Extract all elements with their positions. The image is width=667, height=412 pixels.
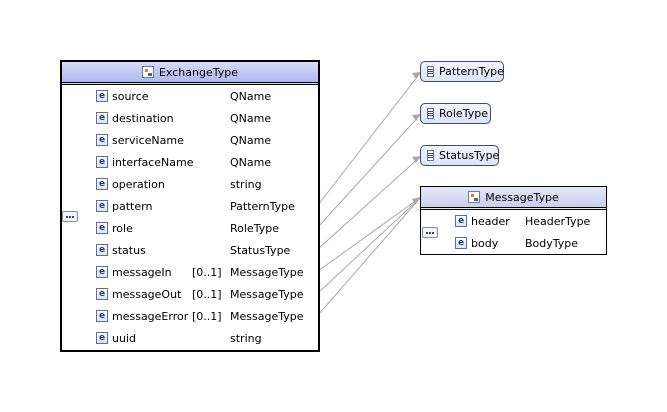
element-icon: e [96, 134, 108, 146]
element-name: messageError [112, 309, 189, 323]
element-type: MessageType [230, 265, 304, 279]
element-name: source [112, 89, 149, 103]
message-type-box[interactable]: MessageType [420, 186, 607, 255]
element-name: body [471, 236, 499, 250]
element-name: header [471, 214, 510, 228]
element-name: role [112, 221, 133, 235]
element-type: RoleType [230, 221, 279, 235]
exchange-type-title: ExchangeType [158, 65, 238, 79]
element-icon: e [455, 237, 467, 249]
element-icon: e [96, 156, 108, 168]
exchange-element-row[interactable]: e operation string [96, 173, 318, 195]
element-icon: e [96, 310, 108, 322]
element-cardinality: [0..1] [192, 287, 222, 301]
element-name: serviceName [112, 133, 184, 147]
connector-messagein [317, 196, 422, 272]
element-type: BodyType [525, 236, 579, 250]
exchange-element-row[interactable]: e destination QName [96, 107, 318, 129]
element-cardinality: [0..1] [192, 309, 222, 323]
connector-messageout [317, 196, 422, 294]
element-type: QName [230, 111, 272, 125]
role-type-label: RoleType [439, 107, 488, 120]
status-type-label: StatusType [439, 149, 500, 162]
connector-status [317, 155, 422, 250]
element-icon: e [96, 332, 108, 344]
message-sequence-compositor-icon[interactable] [422, 227, 438, 238]
element-name: interfaceName [112, 155, 194, 169]
element-icon: e [96, 266, 108, 278]
element-icon: e [96, 222, 108, 234]
element-icon: e [455, 215, 467, 227]
element-name: operation [112, 177, 165, 191]
simple-type-icon [427, 66, 434, 77]
element-type: string [230, 177, 262, 191]
element-type: QName [230, 89, 272, 103]
element-type: MessageType [230, 287, 304, 301]
message-type-title: MessageType [485, 190, 559, 204]
element-type: HeaderType [525, 214, 591, 228]
simple-type-icon [427, 108, 434, 119]
element-type: PatternType [230, 199, 295, 213]
complex-type-icon [468, 191, 481, 203]
exchange-element-row[interactable]: e messageOut [0..1] MessageType [96, 283, 318, 305]
element-icon: e [96, 178, 108, 190]
element-cardinality: [0..1] [192, 265, 222, 279]
sequence-compositor-icon[interactable] [62, 211, 78, 222]
status-type-box[interactable]: StatusType [420, 145, 499, 166]
message-type-header[interactable]: MessageType [421, 187, 606, 210]
element-name: status [112, 243, 146, 257]
exchange-element-row[interactable]: e interfaceName QName [96, 151, 318, 173]
element-name: uuid [112, 331, 136, 345]
element-icon: e [96, 112, 108, 124]
element-icon: e [96, 90, 108, 102]
complex-type-icon [141, 66, 154, 78]
exchange-element-row[interactable]: e serviceName QName [96, 129, 318, 151]
element-name: destination [112, 111, 174, 125]
exchange-element-row[interactable]: e messageIn [0..1] MessageType [96, 261, 318, 283]
element-type: StatusType [230, 243, 291, 257]
element-name: messageOut [112, 287, 182, 301]
exchange-element-row[interactable]: e messageError[0..1] MessageType [96, 305, 318, 327]
element-icon: e [96, 288, 108, 300]
element-type: string [230, 331, 262, 345]
element-type: QName [230, 155, 272, 169]
element-type: QName [230, 133, 272, 147]
element-name: messageIn [112, 265, 172, 279]
element-type: MessageType [230, 309, 304, 323]
role-type-box[interactable]: RoleType [420, 103, 491, 124]
element-name: pattern [112, 199, 153, 213]
element-icon: e [96, 200, 108, 212]
pattern-type-label: PatternType [439, 65, 504, 78]
connector-role [317, 113, 422, 228]
simple-type-icon [427, 150, 434, 161]
pattern-type-box[interactable]: PatternType [420, 61, 504, 82]
connector-messageerror [317, 196, 422, 316]
connector-pattern [317, 71, 422, 206]
element-icon: e [96, 244, 108, 256]
exchange-type-header[interactable]: ExchangeType [62, 62, 318, 85]
exchange-element-row[interactable]: e pattern PatternType [96, 195, 318, 217]
